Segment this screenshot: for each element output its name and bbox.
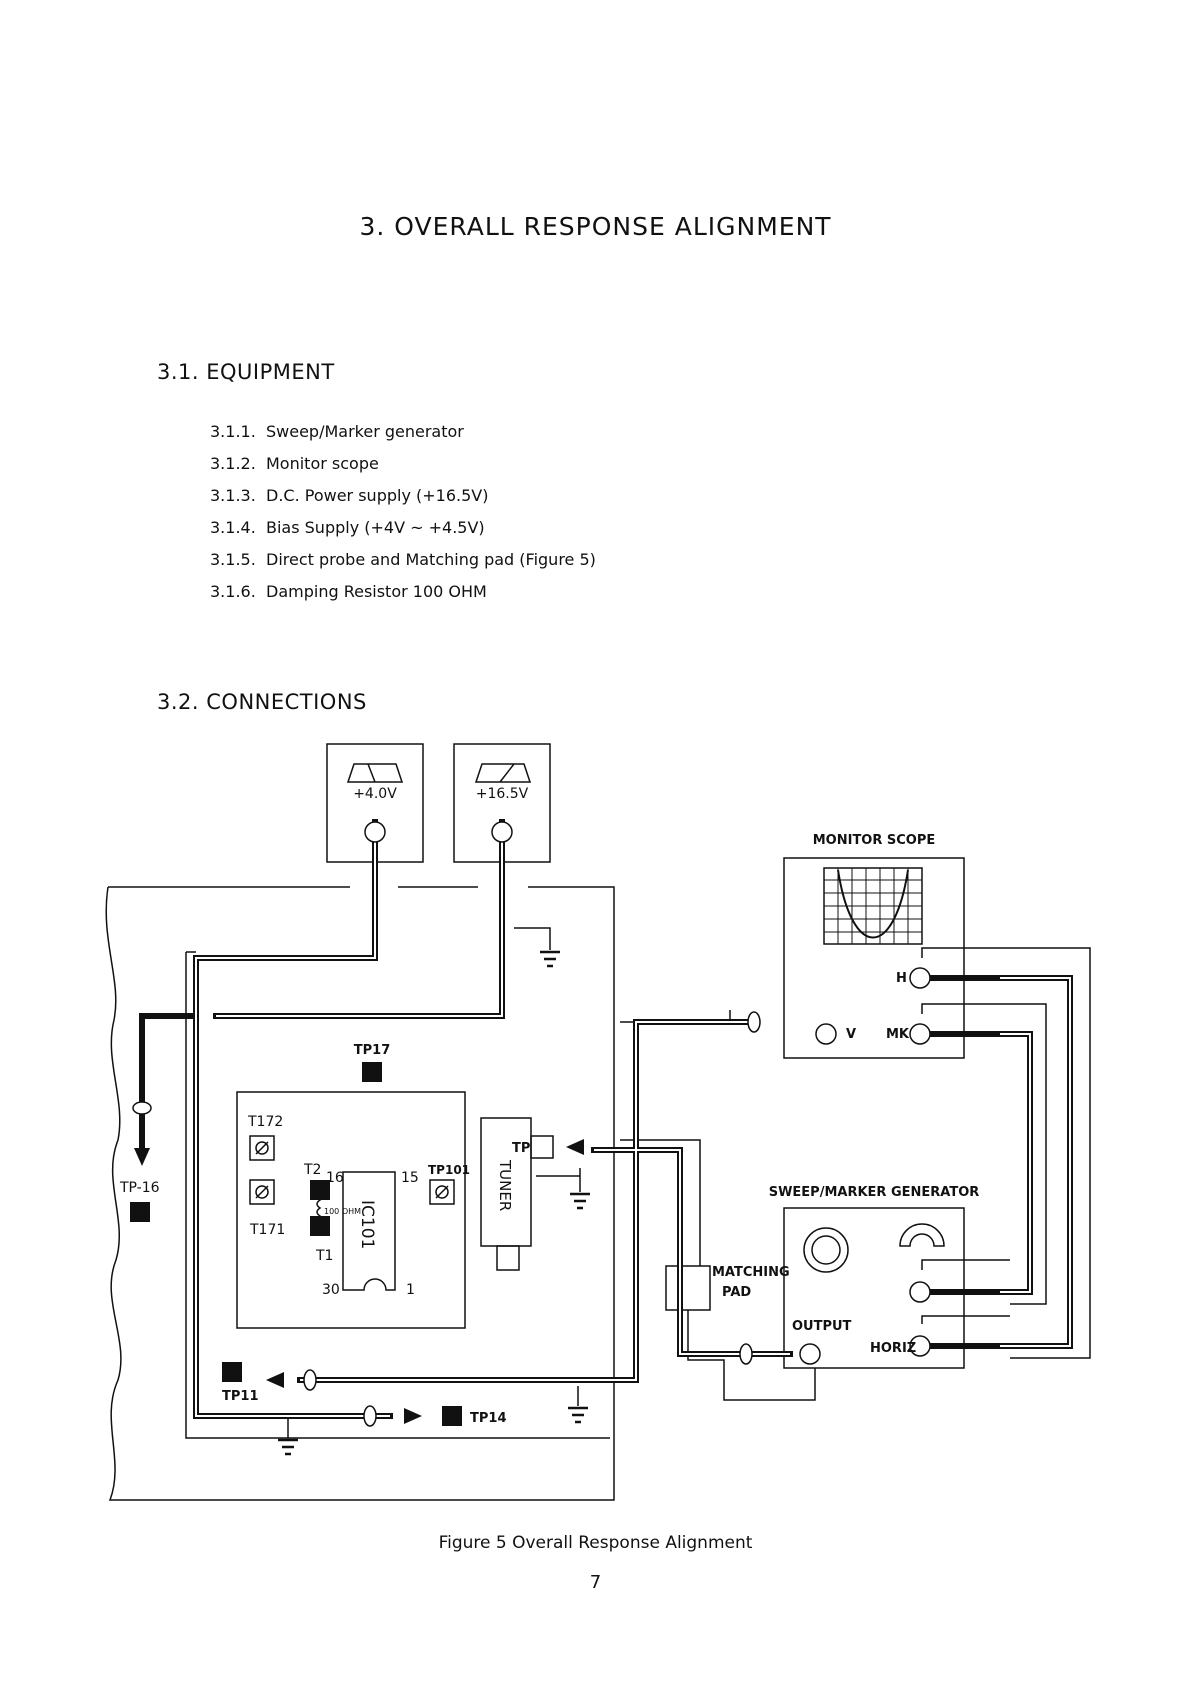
monitor-scope-label: MONITOR SCOPE (813, 833, 936, 848)
cable-tp (591, 1147, 793, 1357)
meter-right-gauge (474, 763, 532, 783)
jack-scope-mk (909, 1023, 931, 1045)
cable-tp16 (139, 1013, 199, 1153)
scope-mk-label: MK (886, 1027, 910, 1042)
jack-scope-h (909, 967, 931, 989)
meter-left-gauge (346, 763, 404, 783)
cable-scope-h (917, 975, 1003, 1349)
item-text: D.C. Power supply (+16.5V) (266, 486, 489, 505)
t171-label: T171 (249, 1222, 285, 1238)
pin15-label: 15 (401, 1170, 419, 1186)
jack-sweep-aux (909, 1281, 931, 1303)
item-number: 3.1.6. (210, 582, 256, 601)
list-item: 3.1.3. D.C. Power supply (+16.5V) (210, 486, 488, 505)
t2-square (310, 1180, 330, 1200)
tp-label: TP (512, 1141, 530, 1156)
list-item: 3.1.5. Direct probe and Matching pad (Fi… (210, 550, 596, 569)
scope-v-label: V (846, 1027, 856, 1042)
jack-sweep-output (799, 1343, 821, 1365)
item-number: 3.1.4. (210, 518, 256, 537)
tp101-trimmer (429, 1179, 455, 1205)
item-number: 3.1.1. (210, 422, 256, 441)
sweep-dial (899, 1223, 945, 1247)
item-number: 3.1.5. (210, 550, 256, 569)
t172-label: T172 (247, 1114, 283, 1130)
page-number: 7 (589, 1572, 602, 1593)
meter-right-label: +16.5V (476, 786, 529, 802)
item-text: Damping Resistor 100 OHM (266, 582, 487, 601)
item-text: Direct probe and Matching pad (Figure 5) (266, 550, 596, 569)
figure-caption: Figure 5 Overall Response Alignment (438, 1533, 753, 1553)
meter-left-label: +4.0V (353, 786, 397, 802)
ground-symbol (570, 1192, 590, 1210)
arrow-tp11 (266, 1372, 284, 1388)
resistor-label: 100 OHM (324, 1207, 361, 1216)
section-heading-equipment: 3.1. EQUIPMENT (157, 360, 335, 384)
tp11-label: TP11 (222, 1389, 259, 1404)
horiz-label: HORIZ (870, 1341, 916, 1356)
jack-meter-right (491, 821, 513, 843)
cable-meter-right (213, 819, 505, 1019)
board-inner-lines (185, 951, 610, 1439)
ic101-label: IC101 (357, 1200, 377, 1249)
item-text: Bias Supply (+4V ~ +4.5V) (266, 518, 485, 537)
list-item: 3.1.1. Sweep/Marker generator (210, 422, 464, 441)
tp101-label: TP101 (428, 1163, 470, 1177)
tuner-tp-port (530, 1135, 554, 1159)
ic101-body (342, 1171, 396, 1291)
list-item: 3.1.4. Bias Supply (+4V ~ +4.5V) (210, 518, 485, 537)
arrow-tp14 (404, 1408, 422, 1424)
ic-board (236, 1091, 466, 1329)
sweep-generator-label: SWEEP/MARKER GENERATOR (769, 1185, 980, 1200)
jack-sweep-horiz (909, 1335, 931, 1357)
item-text: Sweep/Marker generator (266, 422, 464, 441)
tp14-label: TP14 (470, 1411, 507, 1426)
t171-trimmer (249, 1179, 275, 1205)
tp14-square (442, 1406, 462, 1426)
output-label: OUTPUT (792, 1319, 852, 1334)
item-number: 3.1.2. (210, 454, 256, 473)
tuner-label: TUNER (496, 1159, 514, 1211)
scope-h-label: H (896, 971, 907, 986)
chassis-outline (105, 886, 615, 1501)
page-title: 3. OVERALL RESPONSE ALIGNMENT (359, 212, 832, 241)
section-heading-connections: 3.2. CONNECTIONS (157, 690, 367, 714)
matching-pad-label-2: PAD (722, 1285, 751, 1300)
tuner-connector (496, 1245, 520, 1271)
item-number: 3.1.3. (210, 486, 256, 505)
item-text: Monitor scope (266, 454, 379, 473)
arrow-tp (566, 1139, 584, 1155)
cable-meter-left (193, 819, 393, 1419)
pin1-label: 1 (406, 1282, 415, 1298)
ground-symbol (568, 1406, 588, 1424)
matching-pad-label-1: MATCHING (712, 1265, 790, 1280)
tp17-square (362, 1062, 382, 1082)
arrow-tp16 (134, 1148, 150, 1166)
tp17-label: TP17 (354, 1043, 391, 1058)
monitor-scope-box (783, 857, 965, 1059)
sweep-knob (803, 1227, 849, 1273)
pin16-label: 16 (326, 1170, 344, 1186)
sweep-generator-box (783, 1207, 965, 1369)
jack-meter-left (364, 821, 386, 843)
list-item: 3.1.2. Monitor scope (210, 454, 379, 473)
tp11-square (222, 1362, 242, 1382)
tp16-square (130, 1202, 150, 1222)
jack-scope-v (815, 1023, 837, 1045)
ground-symbol (278, 1438, 298, 1456)
t1-square (310, 1216, 330, 1236)
t2-label: T2 (303, 1162, 321, 1178)
ground-symbol (540, 950, 560, 968)
list-item: 3.1.6. Damping Resistor 100 OHM (210, 582, 487, 601)
tp16-label: TP-16 (119, 1180, 160, 1196)
matching-pad (665, 1265, 711, 1311)
t172-trimmer (249, 1135, 275, 1161)
pin30-label: 30 (322, 1282, 340, 1298)
t1-label: T1 (315, 1248, 333, 1264)
